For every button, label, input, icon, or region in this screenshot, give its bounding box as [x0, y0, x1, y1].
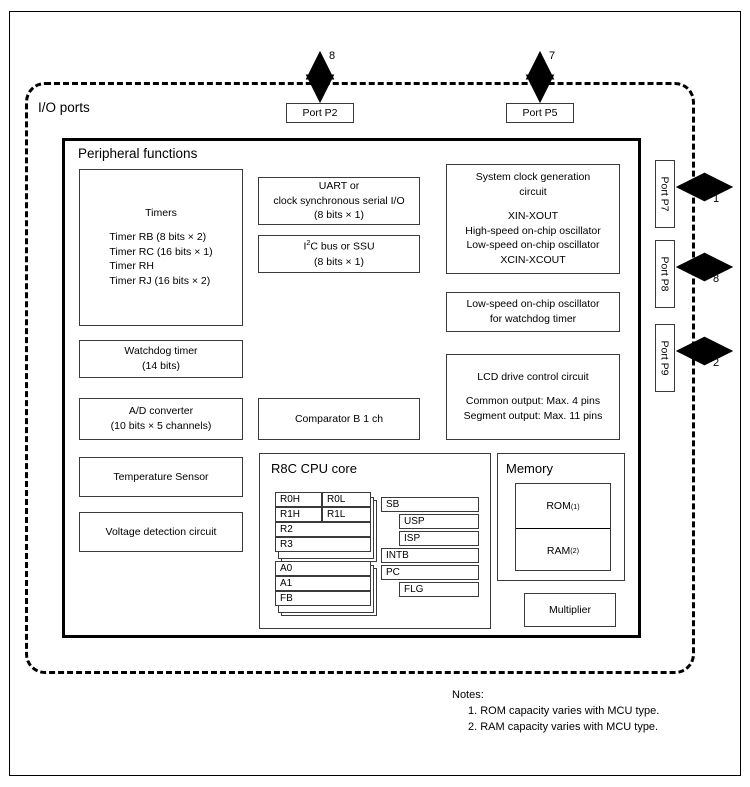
note-item-2: 2. RAM capacity varies with MCU type.	[468, 720, 659, 733]
timers-line-2: Timer RC (16 bits × 1)	[109, 245, 213, 258]
peripheral-functions-label: Peripheral functions	[78, 146, 198, 161]
register-fb[interactable]: FB	[275, 591, 371, 606]
register-a1[interactable]: A1	[275, 576, 371, 591]
signal-count-port-p9: 2	[713, 357, 720, 369]
block-system-clock-generation[interactable]: System clock generation circuit XIN-XOUT…	[446, 164, 620, 274]
block-uart[interactable]: UART or clock synchronous serial I/O (8 …	[258, 177, 420, 225]
port-tag-p9[interactable]: Port P9	[655, 324, 675, 392]
port-tag-p5[interactable]: Port P5	[506, 103, 574, 123]
register-intb[interactable]: INTB	[381, 548, 479, 563]
lcd-title: LCD drive control circuit	[477, 371, 589, 384]
block-multiplier[interactable]: Multiplier	[524, 593, 616, 627]
clockgen-title-1: System clock generation	[475, 170, 591, 183]
register-r2[interactable]: R2	[275, 522, 371, 537]
port-tag-p5-label: Port P5	[522, 107, 558, 119]
block-lowspeed-osc-watchdog[interactable]: Low-speed on-chip oscillator for watchdo…	[446, 292, 620, 332]
block-lcd-drive-control[interactable]: LCD drive control circuit Common output:…	[446, 354, 620, 440]
register-a0[interactable]: A0	[275, 561, 371, 576]
register-usp[interactable]: USP	[399, 514, 479, 529]
register-r3[interactable]: R3	[275, 537, 371, 552]
timers-title: Timers	[145, 206, 177, 219]
register-r1h[interactable]: R1H	[275, 507, 322, 522]
timers-line-4: Timer RJ (16 bits × 2)	[109, 275, 211, 288]
register-pc[interactable]: PC	[381, 565, 479, 580]
clockgen-title-2: circuit	[519, 185, 547, 198]
port-tag-p2[interactable]: Port P2	[286, 103, 354, 123]
watchdog-line-1: Watchdog timer	[124, 345, 198, 358]
memory-rom-ram-box: ROM(1) RAM(2)	[515, 483, 611, 571]
adc-line-2: (10 bits × 5 channels)	[110, 420, 212, 432]
memory-rom-label: ROM	[546, 500, 571, 512]
clockgen-line-2: High-speed on-chip oscillator	[465, 224, 601, 237]
notes-section: Notes: 1. ROM capacity varies with MCU t…	[452, 688, 659, 736]
register-flg[interactable]: FLG	[399, 582, 479, 597]
memory-rom-note-ref: (1)	[570, 501, 580, 511]
block-ad-converter[interactable]: A/D converter (10 bits × 5 channels)	[79, 398, 243, 440]
memory-ram-cell[interactable]: RAM(2)	[516, 528, 610, 572]
block-voltage-detection[interactable]: Voltage detection circuit	[79, 512, 243, 552]
port-tag-p9-label: Port P9	[659, 340, 671, 376]
memory-title: Memory	[506, 461, 553, 476]
uart-line-2: clock synchronous serial I/O	[273, 194, 405, 207]
memory-ram-note-ref: (2)	[570, 546, 580, 555]
io-ports-boundary	[25, 82, 695, 674]
i2c-line-1: I2C bus or SSU	[303, 238, 374, 254]
timers-line-3: Timer RH	[109, 260, 154, 273]
register-sb[interactable]: SB	[381, 497, 479, 512]
register-r1l[interactable]: R1L	[322, 507, 371, 522]
timers-line-1: Timer RB (8 bits × 2)	[109, 230, 207, 243]
tempsensor-line-1: Temperature Sensor	[113, 470, 209, 483]
watchdog-line-2: (14 bits)	[142, 360, 180, 372]
lcd-line-2: Segment output: Max. 11 pins	[463, 409, 603, 422]
cpu-core-title: R8C CPU core	[271, 461, 357, 476]
clockgen-line-3: Low-speed on-chip oscillator	[466, 239, 600, 252]
block-i2c-ssu[interactable]: I2C bus or SSU (8 bits × 1)	[258, 235, 420, 273]
signal-count-port-p2: 8	[329, 50, 336, 62]
i2c-suffix: C bus or SSU	[310, 240, 375, 253]
wdtosc-line-1: Low-speed on-chip oscillator	[466, 298, 600, 311]
signal-count-port-p7: 1	[713, 193, 720, 205]
comparator-line-1: Comparator B 1 ch	[294, 412, 384, 425]
lcd-line-1: Common output: Max. 4 pins	[465, 395, 601, 408]
uart-line-3: (8 bits × 1)	[314, 209, 364, 222]
multiplier-line-1: Multiplier	[548, 603, 591, 616]
signal-count-port-p8: 8	[713, 273, 720, 285]
block-watchdog-timer[interactable]: Watchdog timer (14 bits)	[79, 340, 243, 378]
memory-ram-label: RAM	[546, 544, 571, 557]
register-isp[interactable]: ISP	[399, 531, 479, 546]
block-comparator[interactable]: Comparator B 1 ch	[258, 398, 420, 440]
block-temperature-sensor[interactable]: Temperature Sensor	[79, 457, 243, 497]
i2c-superscript: 2	[306, 238, 311, 248]
port-tag-p7[interactable]: Port P7	[655, 160, 675, 228]
port-tag-p8-label: Port P8	[659, 256, 671, 292]
notes-heading: Notes:	[452, 689, 484, 701]
register-r0h[interactable]: R0H	[275, 492, 322, 507]
memory-rom-cell[interactable]: ROM(1)	[516, 484, 610, 528]
register-r0l[interactable]: R0L	[322, 492, 371, 507]
outer-frame	[9, 11, 741, 776]
clockgen-line-4: XCIN-XCOUT	[500, 254, 566, 267]
port-tag-p7-label: Port P7	[659, 176, 671, 212]
port-tag-p2-label: Port P2	[302, 107, 338, 119]
i2c-line-2: (8 bits × 1)	[314, 255, 364, 268]
i2c-prefix: I	[303, 240, 307, 253]
clockgen-line-1: XIN-XOUT	[507, 209, 559, 222]
io-ports-label: I/O ports	[38, 100, 90, 115]
voltdetect-line-1: Voltage detection circuit	[105, 525, 217, 538]
note-item-1: 1. ROM capacity varies with MCU type.	[468, 704, 660, 717]
wdtosc-line-2: for watchdog timer	[489, 313, 577, 325]
signal-count-port-p5: 7	[549, 50, 556, 62]
port-tag-p8[interactable]: Port P8	[655, 240, 675, 308]
adc-line-1: A/D converter	[128, 405, 194, 418]
block-timers[interactable]: Timers Timer RB (8 bits × 2) Timer RC (1…	[79, 169, 243, 326]
uart-line-1: UART or	[318, 179, 360, 192]
